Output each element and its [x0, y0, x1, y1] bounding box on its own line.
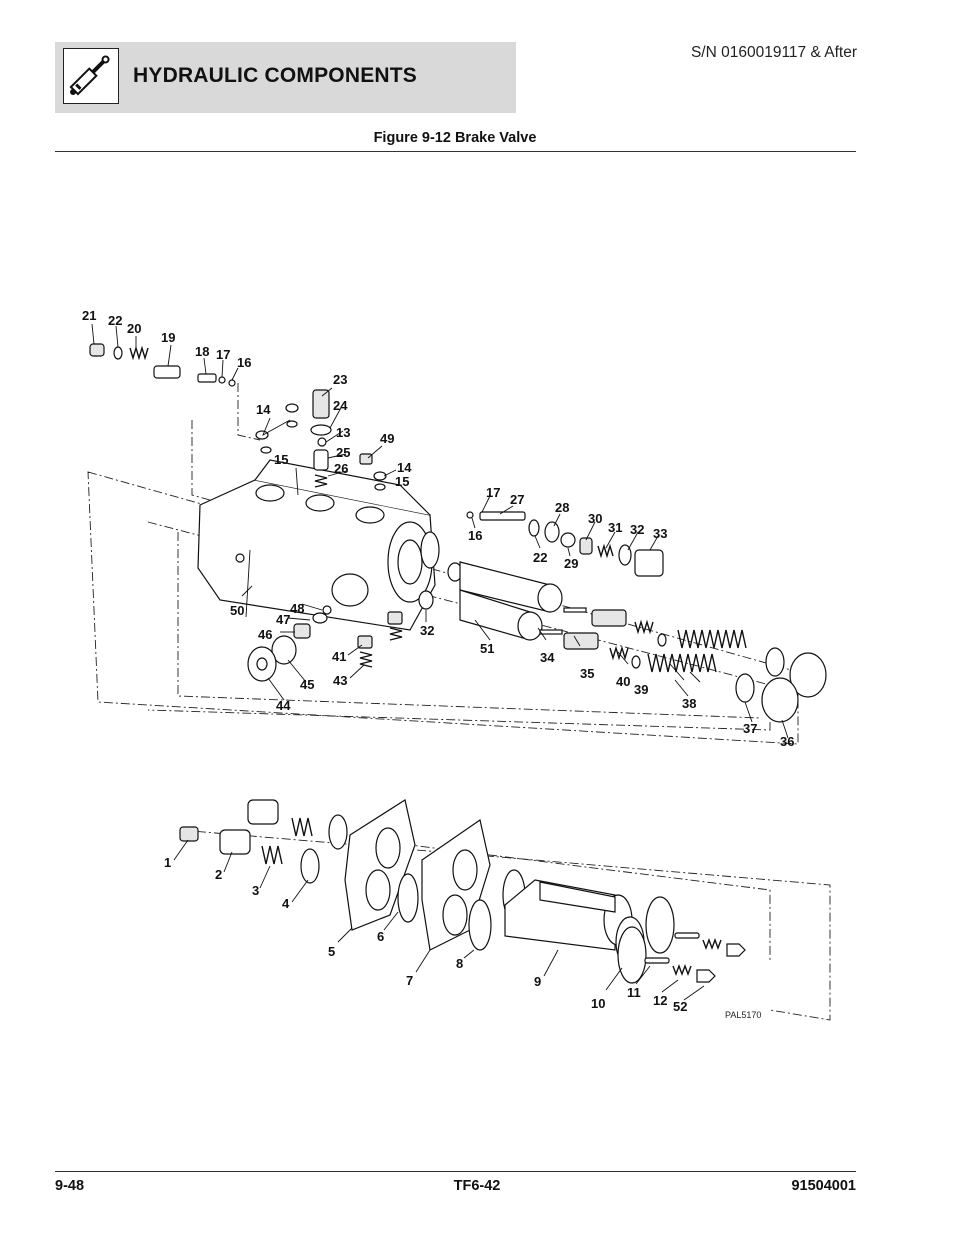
callout-30: 30	[588, 511, 602, 526]
part-callouts: 21 22 20 19 18 17 16 14 15 23 24 13 25 2…	[82, 308, 794, 1020]
callout-31: 31	[608, 520, 622, 535]
left-cartridge-parts	[89, 343, 236, 387]
callout-1: 1	[164, 855, 171, 870]
callout-5: 5	[328, 944, 335, 959]
lower-assembly-parts	[179, 799, 746, 984]
callout-44: 44	[276, 698, 291, 713]
callout-7: 7	[406, 973, 413, 988]
header-banner: HYDRAULIC COMPONENTS	[55, 42, 516, 113]
callout-46: 46	[258, 627, 272, 642]
callout-8: 8	[456, 956, 463, 971]
callout-19: 19	[161, 330, 175, 345]
callout-leader-lines	[91, 323, 789, 1001]
callout-17-right: 17	[486, 485, 500, 500]
page-number: 9-48	[55, 1178, 85, 1194]
callout-35: 35	[580, 666, 594, 681]
callout-15-right: 15	[395, 474, 409, 489]
callout-10: 10	[591, 996, 605, 1011]
callout-32: 32	[630, 522, 644, 537]
callout-28: 28	[555, 500, 569, 515]
callout-40: 40	[616, 674, 630, 689]
document-number: 91504001	[791, 1178, 856, 1194]
callout-13: 13	[336, 425, 350, 440]
brake-valve-exploded-diagram: 21 22 20 19 18 17 16 14 15 23 24 13 25 2…	[82, 308, 831, 1021]
figure-caption: Figure 9-12 Brake Valve	[373, 130, 537, 146]
callout-51: 51	[480, 641, 494, 656]
callout-32-lower: 32	[420, 623, 434, 638]
assembly-dash-lines	[87, 383, 831, 1021]
header-rule	[55, 151, 856, 152]
valve-body	[197, 459, 440, 631]
callout-22-right: 22	[533, 550, 547, 565]
model-number: TF6-42	[453, 1178, 501, 1194]
callout-37: 37	[743, 721, 757, 736]
callout-49: 49	[380, 431, 394, 446]
callout-22: 22	[108, 313, 122, 328]
serial-number-range: S/N 0160019117 & After	[690, 44, 857, 61]
callout-14: 14	[256, 402, 271, 417]
callout-48: 48	[290, 601, 304, 616]
callout-38: 38	[682, 696, 696, 711]
callout-26: 26	[334, 461, 348, 476]
callout-16-right: 16	[468, 528, 482, 543]
callout-18: 18	[195, 344, 209, 359]
callout-23: 23	[333, 372, 347, 387]
callout-24: 24	[333, 398, 348, 413]
callout-21: 21	[82, 308, 96, 323]
callout-29: 29	[564, 556, 578, 571]
callout-45: 45	[300, 677, 314, 692]
callout-20: 20	[127, 321, 141, 336]
callout-2: 2	[215, 867, 222, 882]
hydraulic-cylinder-icon	[63, 48, 119, 104]
callout-16: 16	[237, 355, 251, 370]
callout-36: 36	[780, 734, 794, 749]
upper-cap-parts	[255, 389, 387, 491]
illustration-code: PAL5170	[725, 1010, 761, 1020]
callout-52: 52	[673, 999, 687, 1014]
callout-3: 3	[252, 883, 259, 898]
callout-6: 6	[377, 929, 384, 944]
callout-17: 17	[216, 347, 230, 362]
callout-4: 4	[282, 896, 290, 911]
footer-rule	[55, 1171, 856, 1172]
callout-11: 11	[627, 985, 641, 1000]
callout-47: 47	[276, 612, 290, 627]
callout-33: 33	[653, 526, 667, 541]
callout-39: 39	[634, 682, 648, 697]
callout-15: 15	[274, 452, 288, 467]
callout-43: 43	[333, 673, 347, 688]
callout-34: 34	[540, 650, 555, 665]
callout-25: 25	[336, 445, 350, 460]
callout-27: 27	[510, 492, 524, 507]
callout-14-right: 14	[397, 460, 412, 475]
callout-41: 41	[332, 649, 346, 664]
spool-parts	[418, 511, 827, 723]
callout-9: 9	[534, 974, 541, 989]
callout-12: 12	[653, 993, 667, 1008]
section-title: HYDRAULIC COMPONENTS	[133, 64, 418, 87]
callout-50: 50	[230, 603, 244, 618]
